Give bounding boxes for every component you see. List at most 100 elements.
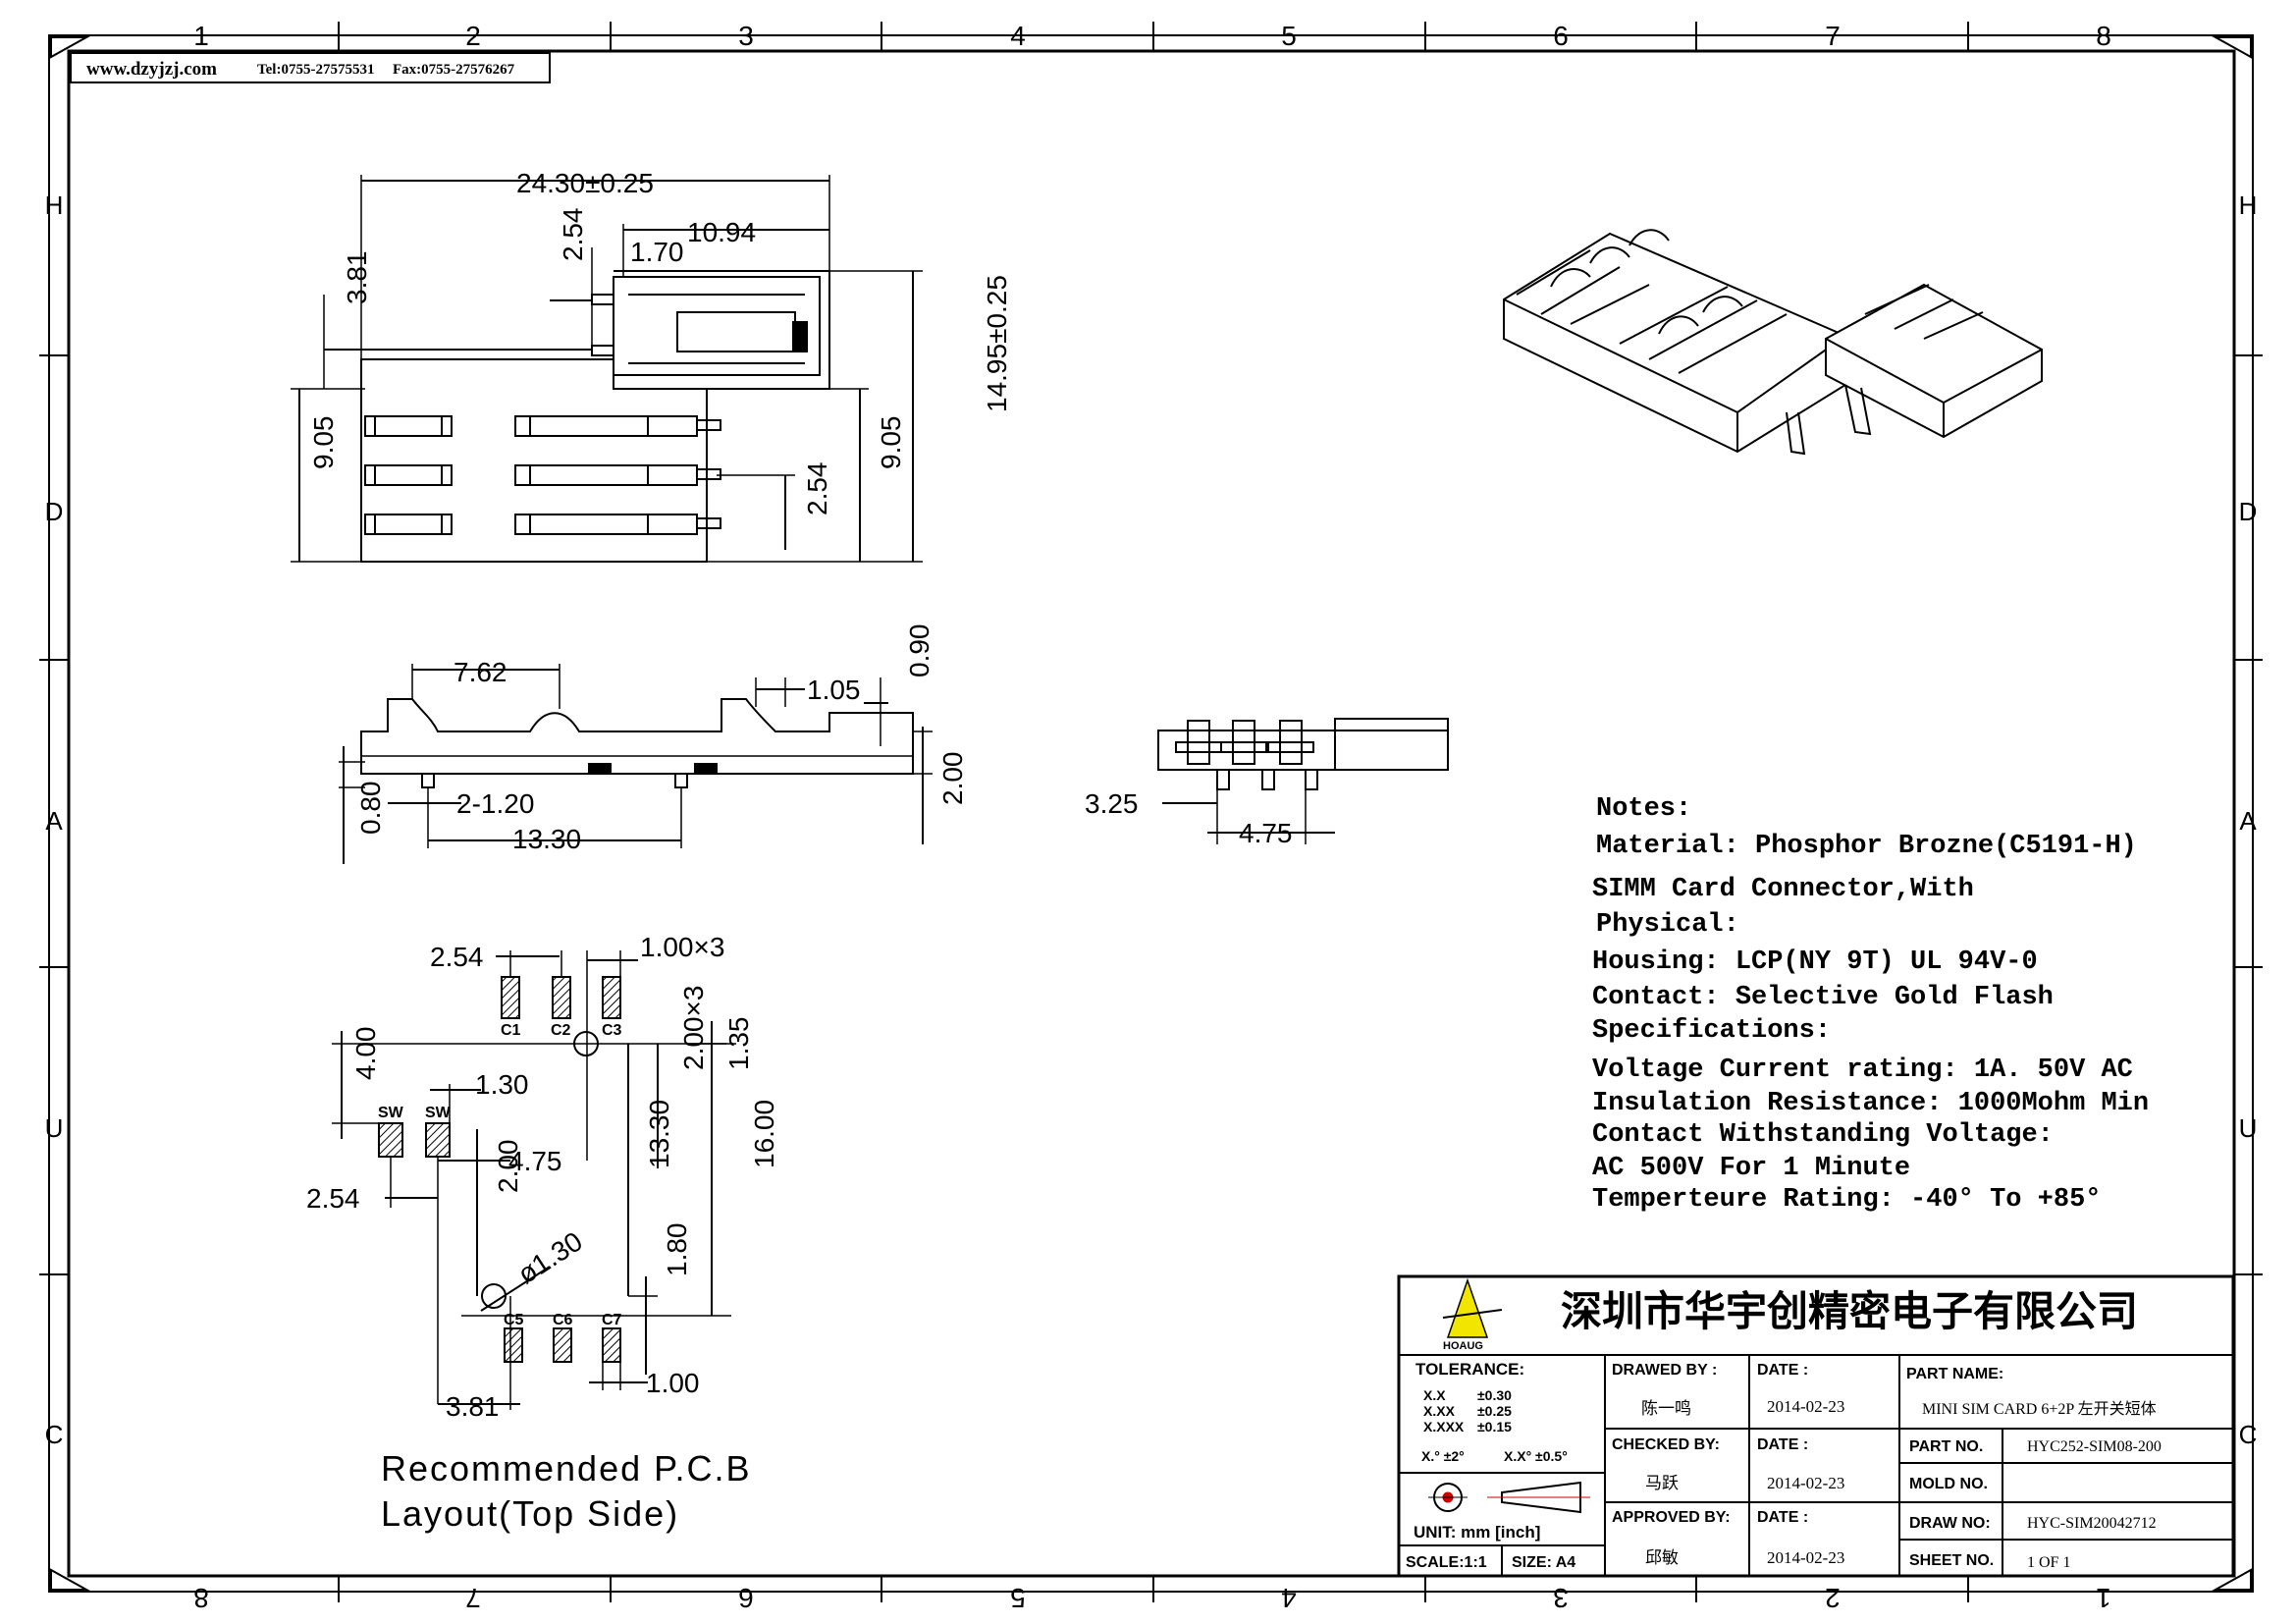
dim-height-left: 3.81: [342, 251, 372, 305]
col-label: 8: [2096, 21, 2111, 51]
corner-mark-tl: [50, 36, 90, 59]
col-label: 2: [1825, 1583, 1841, 1613]
notes-line: Specifications:: [1592, 1016, 1831, 1046]
notes-title: Notes:: [1596, 794, 1691, 824]
pad-label-c5: C5: [504, 1312, 524, 1328]
dim-pcb-pitch-top: 2.54: [430, 942, 484, 972]
dim-side-height: 2.00: [937, 752, 968, 806]
tol-xx-val: ±0.25: [1477, 1403, 1512, 1419]
pcb-pads-sw: [378, 1122, 451, 1158]
pcb-layout: [332, 950, 736, 1410]
column-labels-bottom: 8 7 6 5 4 3 2 1: [193, 1583, 2111, 1613]
row-label: U: [2239, 1113, 2258, 1143]
pad-label-c1: C1: [501, 1022, 521, 1039]
pad-label-c6: C6: [553, 1312, 573, 1328]
dim-width-right: 10.94: [687, 217, 756, 247]
col-label: 3: [1553, 1583, 1569, 1613]
company-logo-icon: [1446, 1277, 1489, 1338]
approved-by-value: 邱敏: [1645, 1548, 1679, 1567]
col-label: 3: [738, 21, 754, 51]
col-label: 1: [193, 21, 209, 51]
corner-mark-br: [2212, 1568, 2252, 1591]
row-label: D: [2239, 497, 2258, 526]
contact-row-right: [514, 415, 721, 535]
date-label-3: DATE :: [1757, 1509, 1808, 1526]
pad-label-sw1: SW: [378, 1105, 404, 1121]
end-view-contacts: [1175, 720, 1318, 790]
col-label: 4: [1010, 21, 1026, 51]
pcb-dims: 2.54 1.00×3 4.00 1.30 4.75 2.54 2.00 13.…: [306, 932, 779, 1422]
notes-line: Temperteure Rating: -40° To +85°: [1592, 1185, 2101, 1215]
dim-offset-top: 1.70: [630, 237, 684, 267]
col-label: 2: [465, 21, 481, 51]
dim-overall-width: 14.95±0.25: [982, 275, 1012, 412]
side-view-body: [360, 698, 914, 775]
corner-mark-bl: [50, 1568, 90, 1591]
row-label: A: [2239, 806, 2257, 836]
dim-side-gap: 0.90: [904, 624, 934, 678]
pcb-pads-top: [501, 976, 621, 1019]
dim-pcb-254-left: 2.54: [306, 1183, 360, 1214]
col-label: 6: [1553, 21, 1569, 51]
title-block: [1397, 1274, 2235, 1578]
tol-ang: X.° ±2°: [1421, 1448, 1465, 1464]
pcb-pads-bottom: [504, 1327, 621, 1363]
dim-pcb-1330: 13.30: [644, 1100, 674, 1168]
website-header: www.dzyjzj.com Tel:0755-27575531 Fax:075…: [70, 52, 551, 83]
dim-pcb-400: 4.00: [350, 1027, 381, 1081]
top-view-body: [360, 358, 708, 563]
pad-label-sw2: SW: [425, 1105, 452, 1121]
tol-x-val: ±0.30: [1477, 1387, 1512, 1403]
logo-text: HOAUG: [1443, 1340, 1483, 1352]
tol-ang2: X.X° ±0.5°: [1504, 1448, 1568, 1464]
date-value-3: 2014-02-23: [1767, 1548, 1844, 1567]
dim-side-pins: 2-1.20: [456, 788, 534, 819]
row-label: H: [45, 190, 64, 220]
zone-ticks: [39, 22, 2263, 1602]
dim-pcb-1600: 16.00: [749, 1100, 779, 1168]
tol-xxx-val: ±0.15: [1477, 1419, 1512, 1435]
end-view: [1157, 718, 1449, 844]
notes-block: Notes: Material: Phosphor Brozne(C5191-H…: [1592, 794, 2149, 1215]
pcb-caption: Recommended P.C.B Layout(Top Side): [381, 1448, 752, 1534]
draw-no-value: HYC-SIM20042712: [2027, 1515, 2157, 1532]
dim-side-standoff: 0.80: [355, 782, 386, 836]
dim-pitch-right: 2.54: [802, 462, 832, 516]
pcb-pad-labels: C1 C2 C3 C5 C6 C7 SW SW: [378, 1022, 622, 1328]
dim-pcb-pad-width: 1.00×3: [640, 932, 724, 962]
side-view: [339, 664, 933, 864]
tol-xx: X.XX: [1423, 1403, 1456, 1419]
col-label: 6: [738, 1583, 754, 1613]
notes-line: Voltage Current rating: 1A. 50V AC: [1592, 1056, 2133, 1085]
part-no-value: HYC252-SIM08-200: [2027, 1438, 2162, 1455]
draw-no-label: DRAW NO:: [1909, 1515, 1991, 1532]
side-view-dims: 7.62 1.05 0.90 2-1.20 13.30 0.80 2.00: [355, 624, 968, 855]
dim-row-right: 9.05: [876, 416, 906, 470]
column-labels-top: 1 2 3 4 5 6 7 8: [193, 21, 2111, 51]
dim-pcb-100: 1.00: [646, 1368, 700, 1398]
checked-by-value: 马跃: [1645, 1474, 1679, 1492]
row-label: H: [2239, 190, 2258, 220]
end-view-dims: 3.25 4.75: [1085, 788, 1293, 848]
tol-xxx: X.XXX: [1423, 1419, 1465, 1435]
dim-pcb-130: 1.30: [475, 1069, 529, 1100]
pad-label-c2: C2: [551, 1022, 571, 1039]
date-value-1: 2014-02-23: [1767, 1397, 1844, 1416]
company-name: 深圳市华宇创精密电子有限公司: [1561, 1288, 2138, 1334]
dim-pitch-top: 2.54: [558, 208, 588, 262]
notes-line: Contact: Selective Gold Flash: [1592, 983, 2054, 1012]
notes-line: AC 500V For 1 Minute: [1592, 1154, 1910, 1183]
mold-no-label: MOLD NO.: [1909, 1476, 1988, 1492]
part-name-value: MINI SIM CARD 6+2P 左开关短体: [1922, 1400, 2157, 1418]
dim-end-span: 4.75: [1239, 818, 1293, 848]
notes-line: Material: Phosphor Brozne(C5191-H): [1596, 832, 2137, 861]
dim-end-offset: 3.25: [1085, 788, 1139, 819]
inner-frame: [67, 49, 2236, 1578]
top-view-dims: 24.30±0.25 10.94 1.70 2.54 3.81 9.05 9.0…: [308, 168, 1012, 515]
col-label: 8: [193, 1583, 209, 1613]
col-label: 7: [465, 1583, 481, 1613]
pcb-caption-line1: Recommended P.C.B: [381, 1448, 752, 1489]
col-label: 5: [1281, 21, 1297, 51]
col-label: 5: [1010, 1583, 1026, 1613]
